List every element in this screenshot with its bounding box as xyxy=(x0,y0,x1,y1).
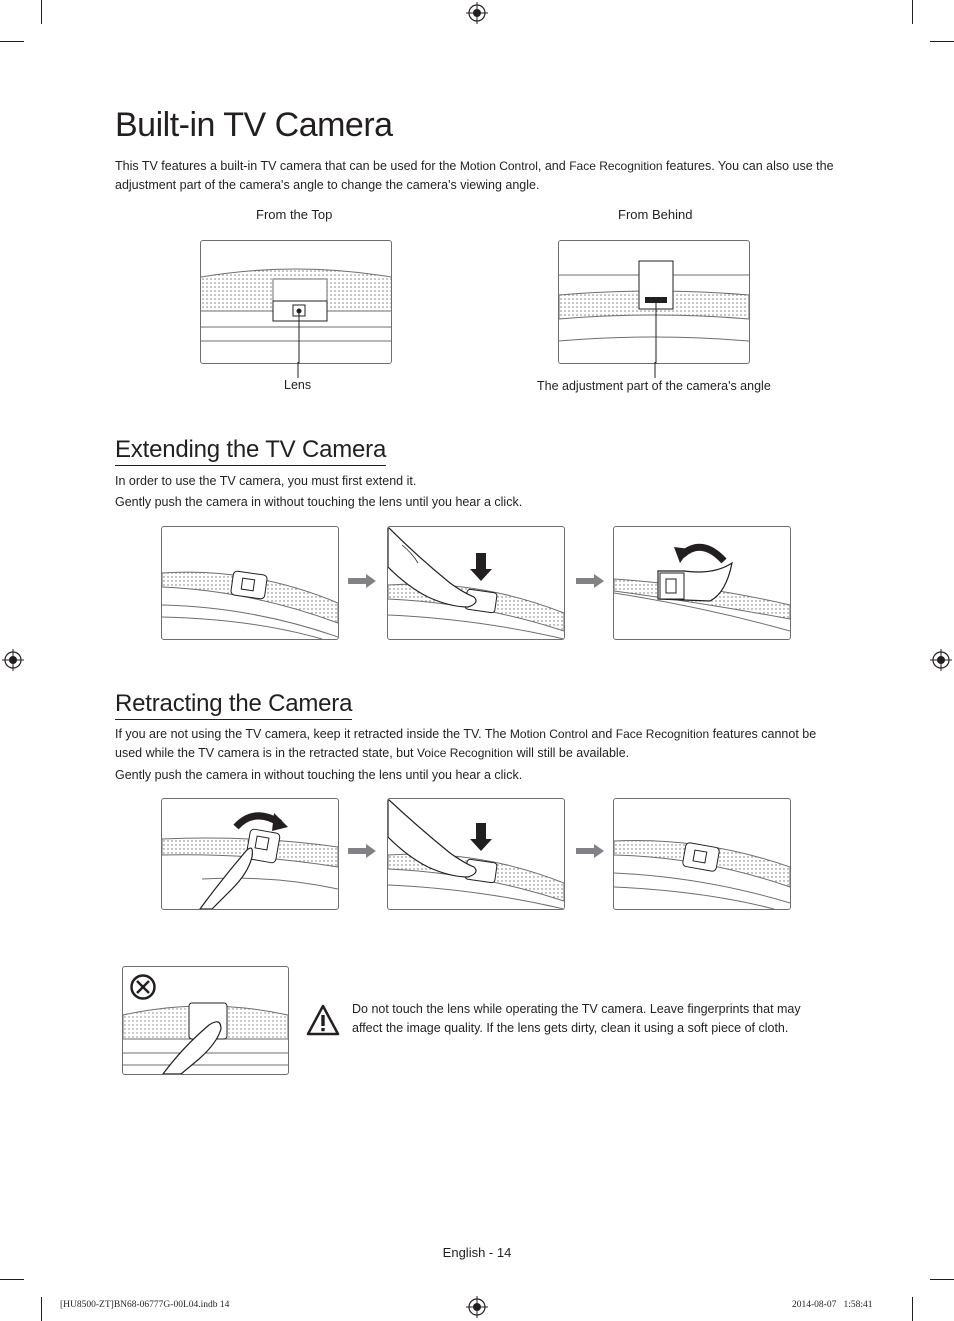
callout-adjustment-part: The adjustment part of the camera's angl… xyxy=(537,379,771,393)
print-slug-right: 2014-08-07 1:58:41 xyxy=(792,1300,873,1310)
registration-mark-icon xyxy=(466,2,488,24)
intro-paragraph: This TV features a built-in TV camera th… xyxy=(115,159,834,192)
label-from-the-top: From the Top xyxy=(256,207,333,222)
adjust-callout-line xyxy=(654,362,656,378)
section-heading-retracting: Retracting the Camera xyxy=(115,690,352,720)
ui-term: Motion Control xyxy=(509,727,588,741)
lens-callout-line xyxy=(297,362,299,378)
retracting-line-2: Gently push the camera in without touchi… xyxy=(115,768,523,782)
prohibited-icon xyxy=(130,974,156,1000)
arrow-right-icon xyxy=(348,844,376,858)
arrow-right-icon xyxy=(576,574,604,588)
warning-text: Do not touch the lens while operating th… xyxy=(352,1002,801,1035)
top-view-illustration xyxy=(200,240,392,364)
extend-step-3-illustration xyxy=(613,526,791,640)
crop-mark xyxy=(0,1279,24,1280)
ui-term: Face Recognition xyxy=(615,727,710,741)
label-from-behind: From Behind xyxy=(618,207,693,222)
behind-view-illustration xyxy=(558,240,750,364)
arrow-right-icon xyxy=(576,844,604,858)
arrow-right-icon xyxy=(348,574,376,588)
ui-term: Face Recognition xyxy=(569,159,663,173)
crop-mark xyxy=(41,0,42,24)
retracting-paragraph: If you are not using the TV camera, keep… xyxy=(115,727,817,760)
page-title: Built-in TV Camera xyxy=(115,106,393,144)
do-not-touch-lens-illustration xyxy=(122,966,289,1075)
extend-step-2-illustration xyxy=(387,526,565,640)
crop-mark xyxy=(0,41,24,42)
section-heading-extending: Extending the TV Camera xyxy=(115,436,386,466)
print-slug-left: [HU8500-ZT]BN68-06777G-00L04.indb 14 xyxy=(60,1300,230,1310)
retract-step-2-illustration xyxy=(387,798,565,910)
ui-term: Voice Recognition xyxy=(417,746,514,760)
ui-term: Motion Control xyxy=(459,159,538,173)
registration-mark-icon xyxy=(930,649,952,671)
retract-step-3-illustration xyxy=(613,798,791,910)
extending-line-1: In order to use the TV camera, you must … xyxy=(115,474,417,488)
page-footer: English - 14 xyxy=(442,1245,512,1260)
crop-mark xyxy=(912,1297,913,1321)
callout-lens: Lens xyxy=(284,378,312,392)
crop-mark xyxy=(41,1297,42,1321)
warning-triangle-icon xyxy=(306,1004,340,1036)
retract-step-1-illustration xyxy=(161,798,339,910)
crop-mark xyxy=(912,0,913,24)
extend-step-1-illustration xyxy=(161,526,339,640)
crop-mark xyxy=(930,1279,954,1280)
registration-mark-icon xyxy=(2,649,24,671)
extending-line-2: Gently push the camera in without touchi… xyxy=(115,495,523,509)
crop-mark xyxy=(930,41,954,42)
registration-mark-icon xyxy=(466,1296,488,1318)
